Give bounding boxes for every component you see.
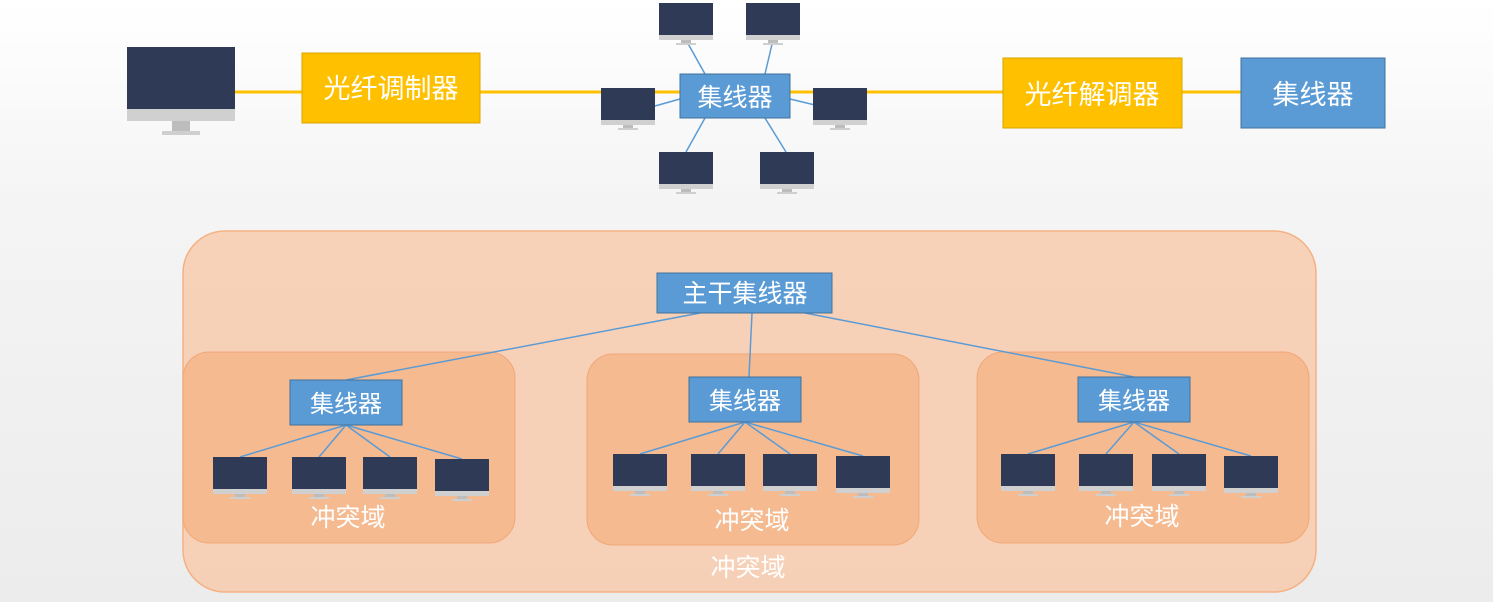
- computer-icon: [836, 456, 890, 498]
- computer-icon: [601, 88, 655, 130]
- computer-icon: [1152, 454, 1206, 496]
- computer-icon: [763, 454, 817, 496]
- fiber-demodulator-label: 光纤解调器: [1025, 80, 1160, 111]
- computer-icon: [1224, 456, 1278, 498]
- computer-icon: [613, 454, 667, 496]
- computer-icon: [691, 454, 745, 496]
- computer-icon: [213, 457, 267, 499]
- remote-hub-label: 集线器: [1273, 80, 1354, 111]
- backbone-hub-label: 主干集线器: [682, 279, 807, 308]
- top-chain: 光纤调制器 集线器 光纤解调器 集线器: [127, 3, 1386, 194]
- collision-domain-group-2: [586, 353, 920, 546]
- group-hub-box: [1077, 376, 1191, 423]
- center-hub-box: [679, 73, 791, 119]
- computer-icon: [435, 459, 489, 501]
- fiber-modulator-label: 光纤调制器: [324, 74, 459, 105]
- computer-icon: [1079, 454, 1133, 496]
- group-hub-label: 集线器: [709, 387, 781, 415]
- outer-collision-domain-label: 冲突域: [710, 553, 785, 582]
- computer-icon: [363, 457, 417, 499]
- computer-icon: [659, 3, 713, 45]
- fiber-modulator-box: [301, 52, 481, 124]
- backbone-section: 主干集线器 集线器 集线器 集线器 冲突域 冲突域 冲突域 冲突域: [182, 230, 1317, 593]
- center-hub-label: 集线器: [697, 83, 772, 112]
- computer-icon: [292, 457, 346, 499]
- group-hub-box: [289, 379, 403, 426]
- computer-icon: [1001, 454, 1055, 496]
- collision-domain-label: 冲突域: [714, 506, 789, 535]
- computer-icon: [760, 152, 814, 194]
- computer-icon: [746, 3, 800, 45]
- backbone-links: [345, 312, 1135, 381]
- collision-domain-group-3: [976, 351, 1310, 544]
- remote-hub-box: [1240, 57, 1386, 129]
- collision-domain-label: 冲突域: [310, 503, 385, 532]
- group-hub-label: 集线器: [310, 390, 382, 418]
- collision-domain-label: 冲突域: [1104, 502, 1179, 531]
- group-hub-label: 集线器: [1098, 387, 1170, 415]
- fiber-demodulator-box: [1002, 57, 1183, 129]
- computer-icon: [813, 88, 867, 130]
- computer-icon: [659, 152, 713, 194]
- backbone-hub-box: [656, 272, 833, 314]
- collision-domain-group-1: [182, 351, 516, 544]
- group-hub-box: [688, 376, 802, 423]
- computer-icon: [127, 47, 235, 135]
- group-links: [239, 421, 1252, 460]
- star-links: [654, 39, 816, 153]
